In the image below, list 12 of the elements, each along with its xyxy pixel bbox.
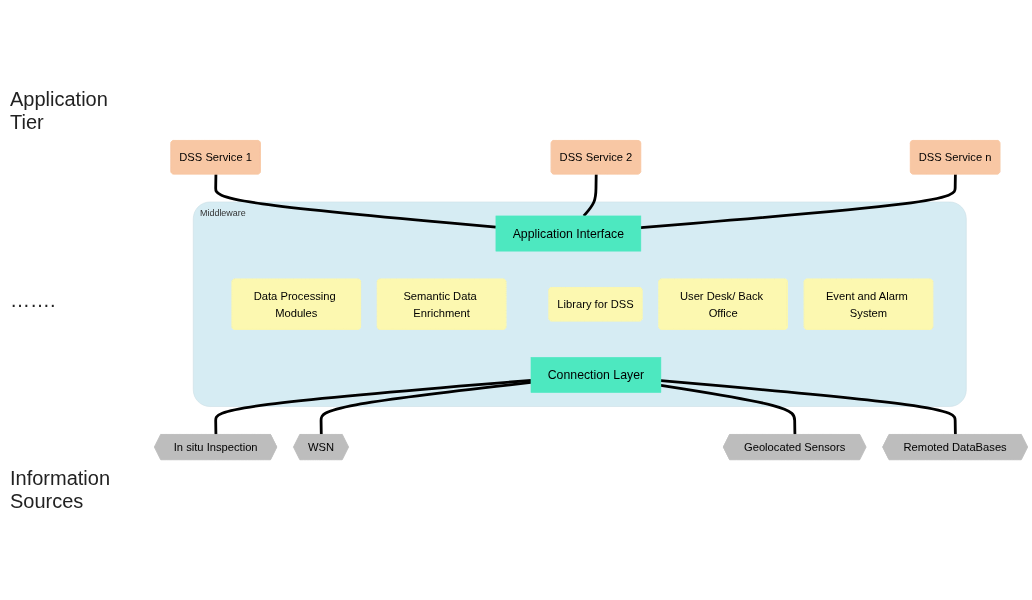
connector [640, 174, 957, 229]
connector [319, 380, 532, 435]
connector [214, 174, 497, 229]
node-box: Application Interface [495, 215, 642, 252]
tier-label: Application Tier [10, 87, 109, 134]
connector [660, 379, 957, 435]
connector [660, 383, 797, 435]
tier-label: Information Sources [10, 466, 112, 513]
connector [214, 378, 532, 435]
connector [582, 174, 598, 217]
tier-label: ……. [10, 288, 57, 312]
node-box: Connection Layer [530, 357, 662, 393]
